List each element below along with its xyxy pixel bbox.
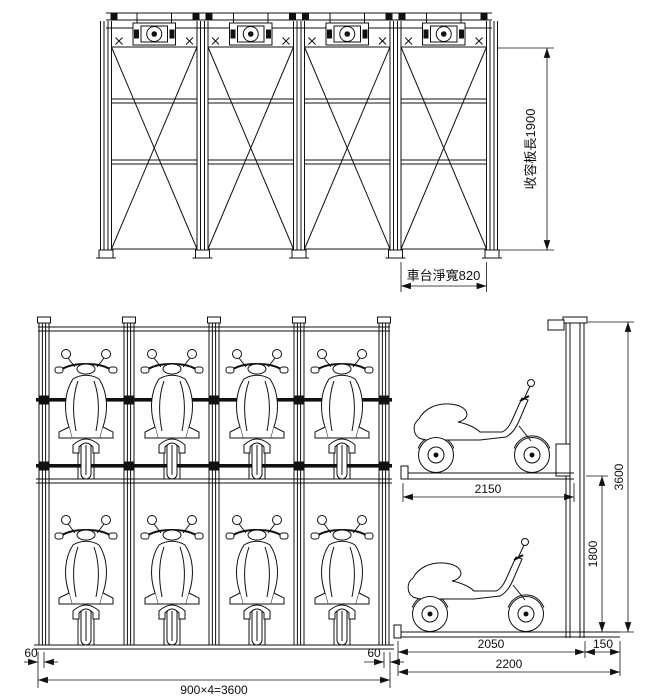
upper-platform-length-label: 2150	[475, 482, 502, 496]
side-view: 2150 1800 3600 2050 150 2200	[393, 316, 634, 676]
overall-width-label: 900×4=3600	[180, 683, 248, 697]
side-ground	[393, 624, 620, 639]
overall-height-label: 3600	[612, 463, 626, 490]
overall-depth-label: 2200	[496, 657, 523, 671]
dim-board-length: 收容板長1900	[498, 47, 554, 251]
lower-platform-length-label: 2050	[478, 637, 505, 651]
side-upper-platform	[400, 465, 574, 480]
offset-left-label: 60	[24, 646, 38, 660]
plan-bays	[112, 13, 487, 249]
front-rails	[34, 326, 394, 650]
plan-rails	[95, 20, 503, 259]
side-scooter-upper	[413, 378, 551, 474]
side-scooter-lower	[407, 537, 545, 633]
front-view: 60 60 900×4=3600	[24, 316, 404, 697]
offset-right-label: 60	[367, 646, 381, 660]
front-dims: 60 60 900×4=3600	[24, 646, 404, 697]
side-post	[547, 316, 588, 638]
board-length-label: 收容板長1900	[523, 109, 538, 190]
rear-extension-label: 150	[593, 637, 613, 651]
front-scooters-lower	[54, 514, 374, 646]
front-scooters-upper	[54, 348, 374, 480]
side-dims: 2150 1800 3600 2050 150 2200	[397, 321, 634, 676]
lower-clearance-label: 1800	[586, 540, 600, 567]
platform-width-label: 車台淨寬820	[407, 268, 481, 283]
plan-view: 收容板長1900 車台淨寬820	[95, 12, 554, 292]
dim-platform-width: 車台淨寬820	[400, 262, 487, 292]
